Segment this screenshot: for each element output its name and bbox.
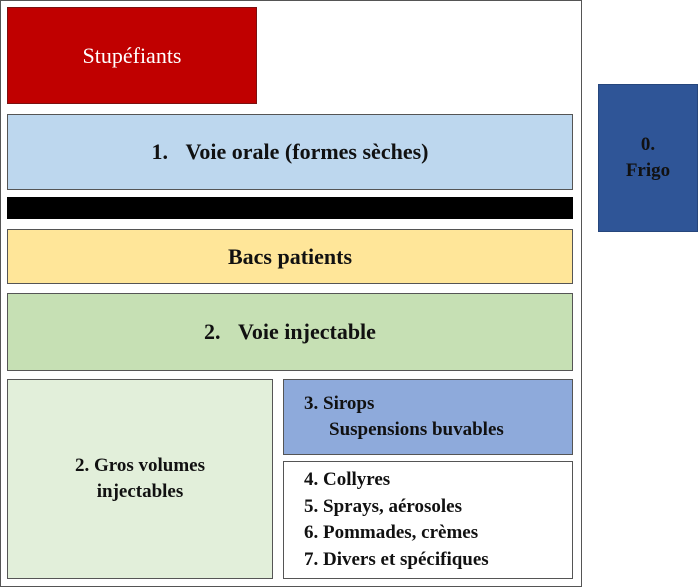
frigo-label: Frigo	[625, 160, 671, 181]
divers-item-specifiques: 7. Divers et spécifiques	[304, 548, 489, 570]
frigo-zone: 0. Frigo	[598, 84, 698, 232]
gros-volumes-line1: 2. Gros volumes	[74, 455, 205, 476]
bacs-patients-zone: Bacs patients	[7, 229, 573, 284]
stupefiants-label: Stupéfiants	[82, 42, 182, 68]
voie-injectable-label: Voie injectable	[238, 319, 376, 344]
divers-item-collyres: 4. Collyres	[304, 469, 391, 490]
stupefiants-zone: Stupéfiants	[7, 7, 257, 104]
divers-item-sprays: 5. Sprays, aérosoles	[304, 495, 462, 517]
gros-volumes-line2: injectables	[96, 481, 184, 502]
voie-injectable-number: 2.	[204, 319, 221, 344]
voie-orale-zone: 1. Voie orale (formes sèches)	[7, 114, 573, 190]
sirops-line1: 3. Sirops	[304, 393, 375, 414]
sirops-zone: 3. Sirops Suspensions buvables	[283, 379, 573, 455]
voie-injectable-zone: 2. Voie injectable	[7, 293, 573, 371]
bacs-patients-label: Bacs patients	[227, 243, 353, 269]
divers-item-pommades: 6. Pommades, crèmes	[304, 522, 479, 543]
voie-orale-label: Voie orale (formes sèches)	[185, 139, 429, 164]
black-separator-bar	[7, 197, 573, 219]
frigo-number: 0.	[640, 134, 656, 155]
gros-volumes-zone: 2. Gros volumes injectables	[7, 379, 273, 579]
divers-zone: 4. Collyres 5. Sprays, aérosoles 6. Pomm…	[283, 461, 573, 579]
voie-orale-number: 1.	[151, 139, 169, 164]
sirops-line2: Suspensions buvables	[329, 419, 504, 440]
